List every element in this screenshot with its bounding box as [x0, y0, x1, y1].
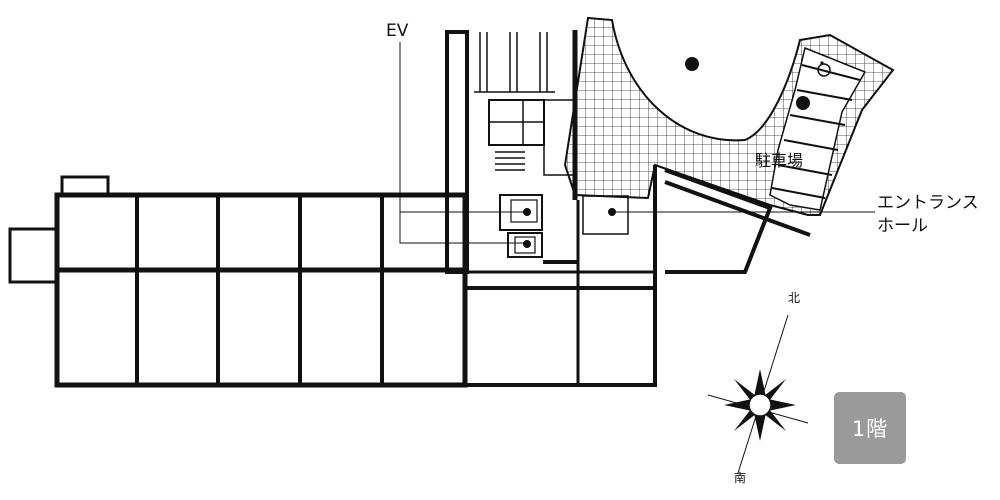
building-south-block — [463, 165, 811, 387]
tree-marker — [796, 96, 810, 110]
compass-south-label: 南 — [734, 470, 746, 485]
entrance-label-line1: エントランス — [877, 193, 979, 213]
entrance-label-line2: ホール — [877, 216, 928, 236]
parking-area — [769, 46, 867, 211]
tiled-plaza — [563, 16, 895, 216]
ev-label: EV — [386, 21, 409, 41]
compass-north-label: 北 — [788, 291, 800, 305]
compass-rose-icon — [707, 314, 809, 474]
floor-badge: 1階 — [834, 392, 906, 464]
tree-marker — [685, 57, 699, 71]
parking-label: 駐車場 — [755, 151, 803, 170]
floor-badge-label: 1階 — [851, 417, 889, 441]
building-west-wing — [8, 175, 468, 388]
building-core — [445, 30, 655, 385]
ev-leader-line — [399, 42, 527, 244]
wheelchair-icon — [817, 61, 831, 77]
